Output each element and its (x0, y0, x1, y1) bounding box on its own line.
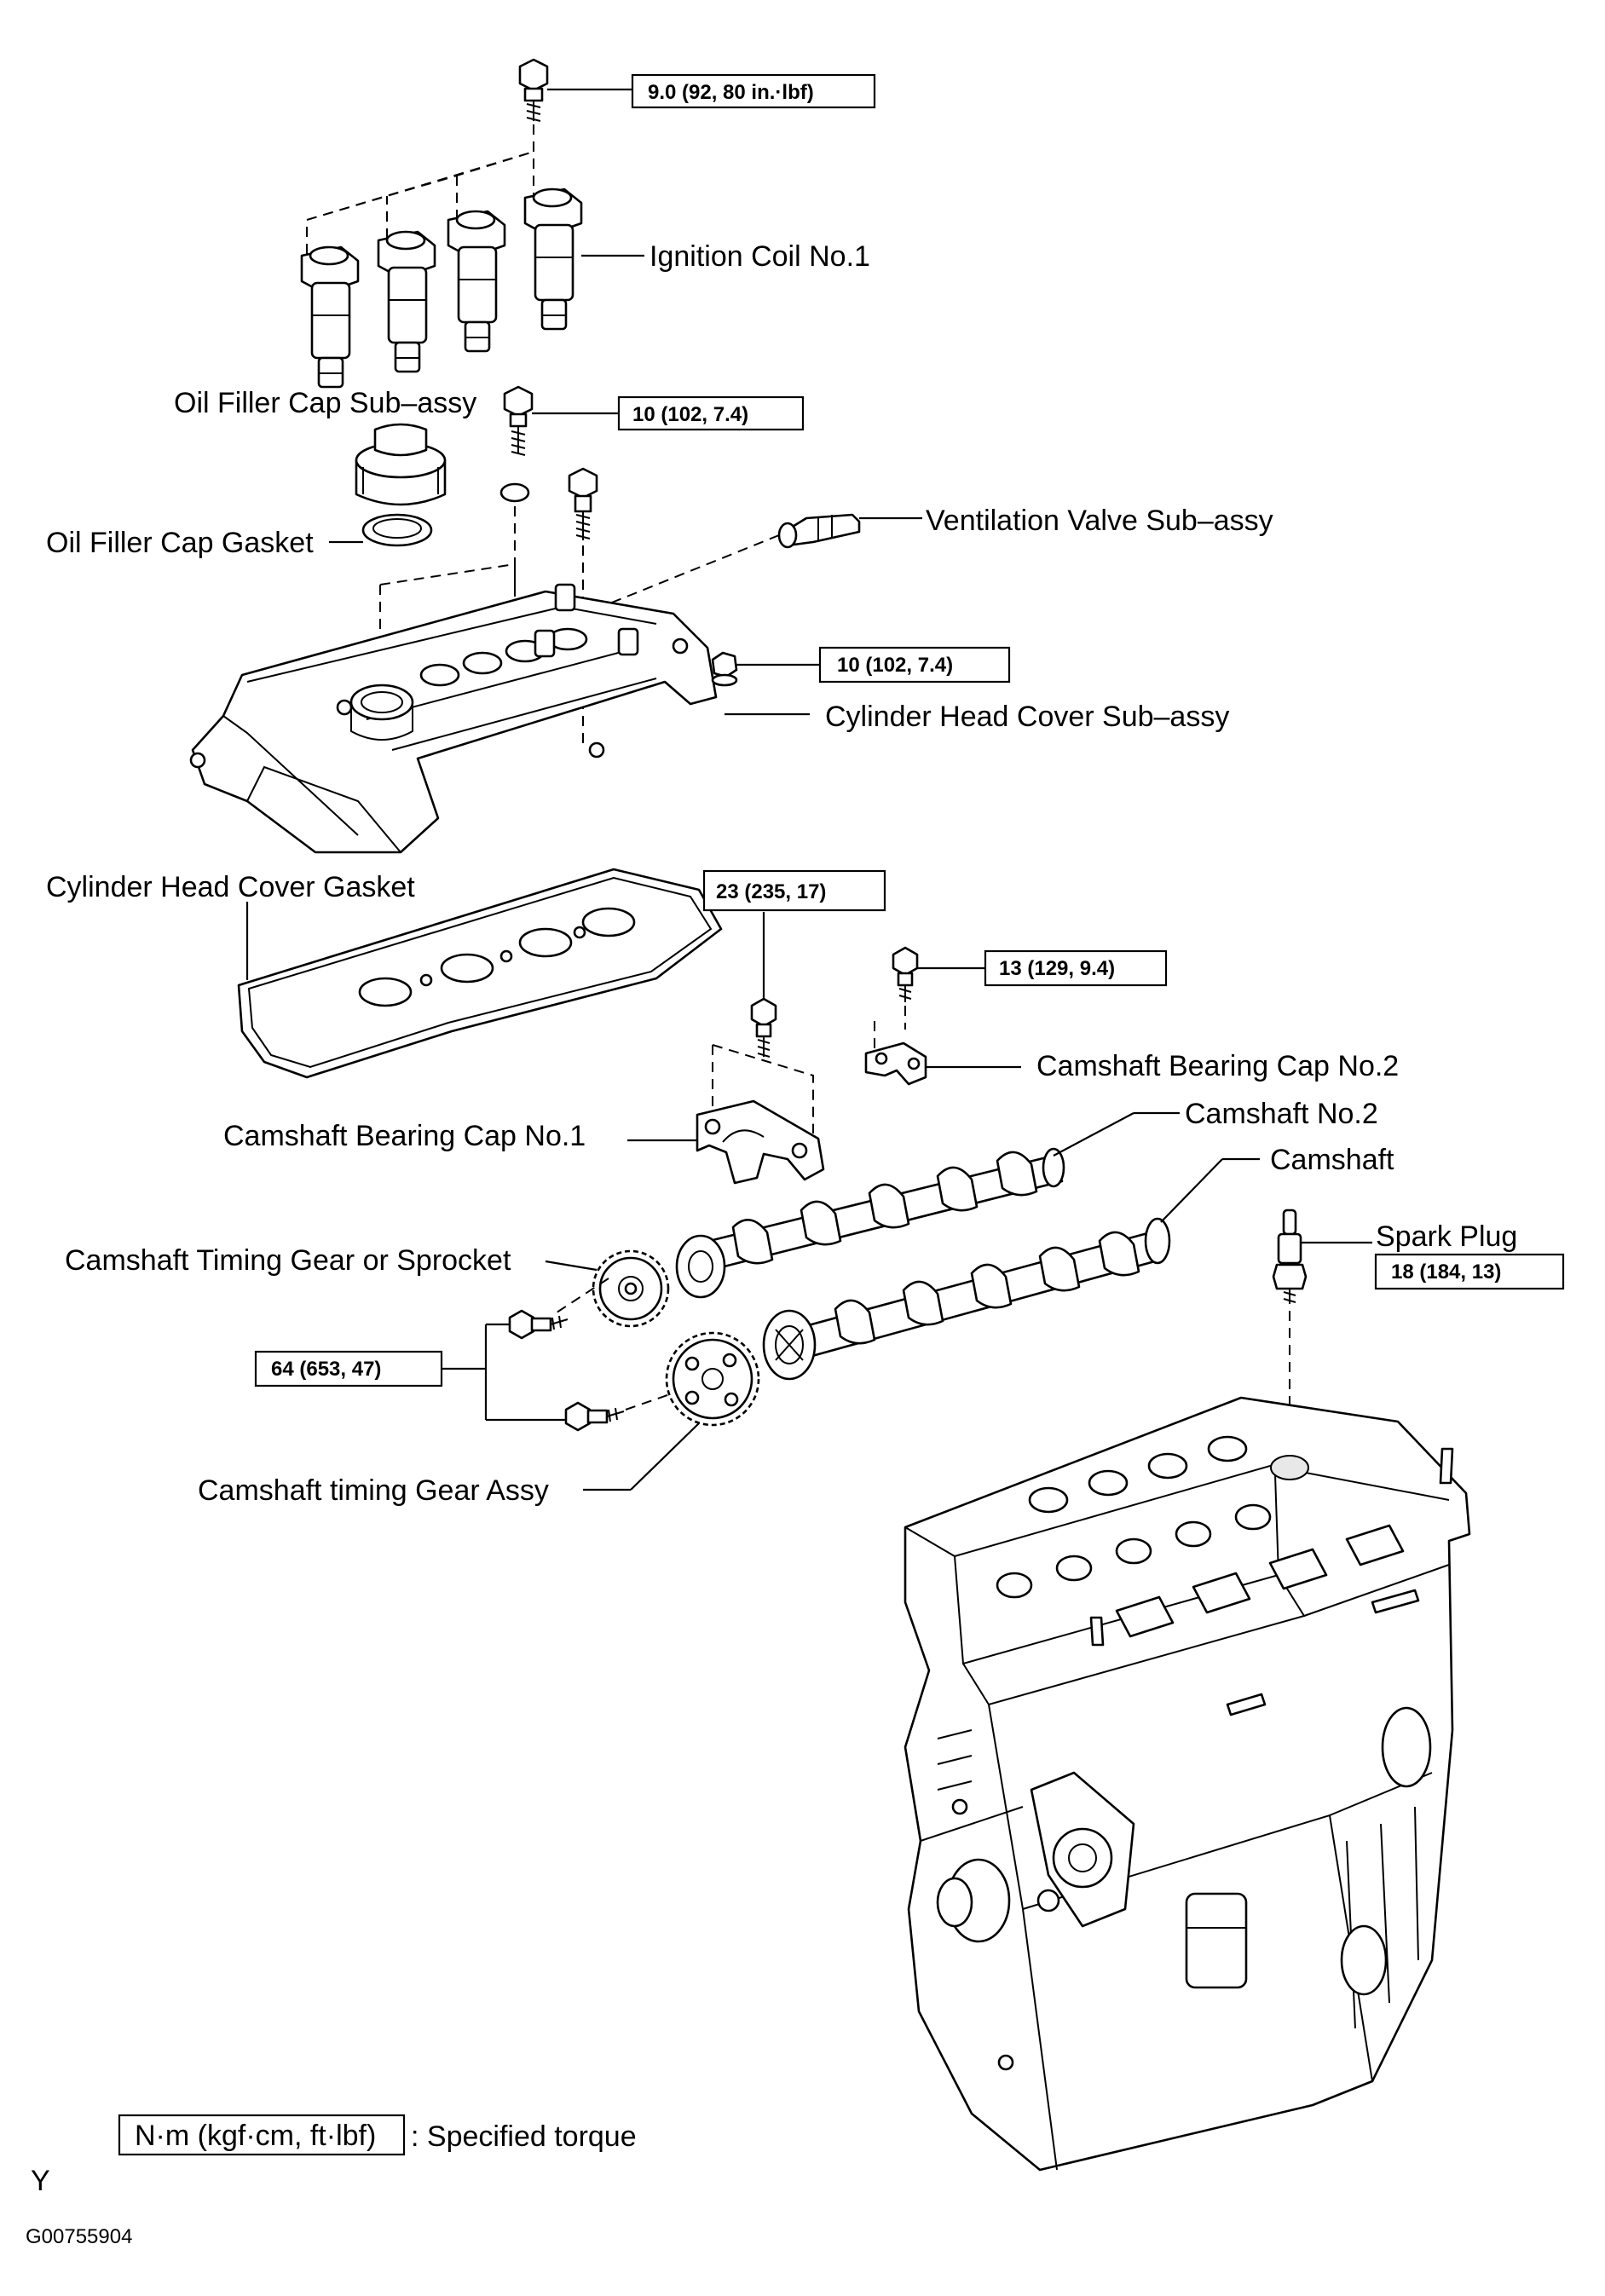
timing-gear-assy-label: Camshaft timing Gear Assy (198, 1474, 549, 1507)
bearing-cap-2-bolt-icon (892, 946, 919, 1002)
torque-cover-nut: 10 (102, 7.4) (837, 654, 953, 677)
ventilation-valve-label: Ventilation Valve Sub–assy (926, 505, 1273, 537)
gear-assy-bolt-icon (564, 1401, 625, 1432)
footer-code: G00755904 (26, 2225, 132, 2248)
torque-cap2-bolt: 13 (129, 9.4) (999, 957, 1115, 980)
cap-bolt-icon (503, 385, 534, 456)
ventilation-valve-icon (777, 513, 861, 549)
torque-box-cap1-bolt: 23 (235, 17) (702, 869, 886, 912)
bearing-cap-1-label: Camshaft Bearing Cap No.1 (223, 1120, 586, 1152)
ignition-coil-1-icon (300, 245, 360, 389)
cylinder-head-cover-gasket-icon (237, 868, 723, 1079)
camshaft-label: Camshaft (1270, 1144, 1394, 1176)
torque-gear-bolt: 64 (653, 47) (271, 1358, 381, 1381)
head-cover-label: Cylinder Head Cover Sub–assy (825, 701, 1229, 733)
torque-cap-bolt: 10 (102, 7.4) (632, 403, 748, 426)
spark-plug-icon (1272, 1209, 1308, 1304)
head-cover-gasket-label: Cylinder Head Cover Gasket (46, 871, 415, 903)
torque-spark-plug: 18 (184, 13) (1391, 1260, 1501, 1284)
bearing-cap-1-icon (696, 1099, 825, 1185)
ignition-coil-3-icon (447, 210, 506, 353)
washer-icon (499, 482, 530, 503)
camshaft-no2-label: Camshaft No.2 (1185, 1098, 1378, 1130)
torque-box-coil-bolt: 9.0 (92, 80 in.·lbf) (631, 73, 876, 109)
ignition-coil-label: Ignition Coil No.1 (650, 240, 870, 273)
cylinder-head-cover-icon (189, 563, 718, 854)
spark-plug-label: Spark Plug (1376, 1220, 1517, 1253)
camshaft-timing-sprocket-icon (592, 1249, 670, 1328)
oil-filler-gasket-icon (361, 513, 433, 547)
bearing-cap-2-label: Camshaft Bearing Cap No.2 (1036, 1050, 1399, 1082)
camshaft-no2-icon (675, 1147, 1065, 1299)
torque-box-cap2-bolt: 13 (129, 9.4) (984, 949, 1168, 987)
camshaft-icon (762, 1217, 1171, 1381)
engine-block-icon (904, 1396, 1471, 2172)
bearing-cap-2-icon (864, 1041, 927, 1086)
cover-nut-icon (711, 651, 738, 687)
legend-text: : Specified torque (411, 2120, 637, 2153)
oil-filler-cap-icon (355, 423, 447, 506)
torque-box-spark-plug: 18 (184, 13) (1374, 1253, 1565, 1290)
torque-box-cover-nut: 10 (102, 7.4) (818, 646, 1011, 684)
ignition-coil-2-icon (377, 230, 436, 373)
sprocket-bolt-icon (508, 1309, 569, 1340)
timing-sprocket-label: Camshaft Timing Gear or Sprocket (65, 1244, 511, 1277)
oil-filler-cap-label: Oil Filler Cap Sub–assy (174, 387, 476, 419)
footer-letter: Y (31, 2165, 50, 2197)
cover-long-bolt-icon (568, 467, 598, 540)
torque-legend: N·m (kgf·cm, ft·lbf) : Specified torque (118, 2114, 637, 2156)
torque-cap1-bolt: 23 (235, 17) (716, 880, 826, 903)
bearing-cap-1-bolt-icon (750, 997, 777, 1058)
torque-coil-bolt: 9.0 (92, 80 in.·lbf) (648, 81, 814, 104)
coil-bolt-icon (518, 58, 549, 122)
legend-units: N·m (kgf·cm, ft·lbf) (135, 2120, 376, 2152)
oil-filler-gasket-label: Oil Filler Cap Gasket (46, 527, 314, 559)
ignition-coil-group (300, 58, 644, 389)
ignition-coil-4-icon (523, 187, 583, 331)
camshaft-timing-gear-assy-icon (665, 1331, 760, 1427)
torque-box-cap-bolt: 10 (102, 7.4) (617, 395, 805, 431)
torque-box-gear-bolt: 64 (653, 47) (254, 1350, 443, 1387)
